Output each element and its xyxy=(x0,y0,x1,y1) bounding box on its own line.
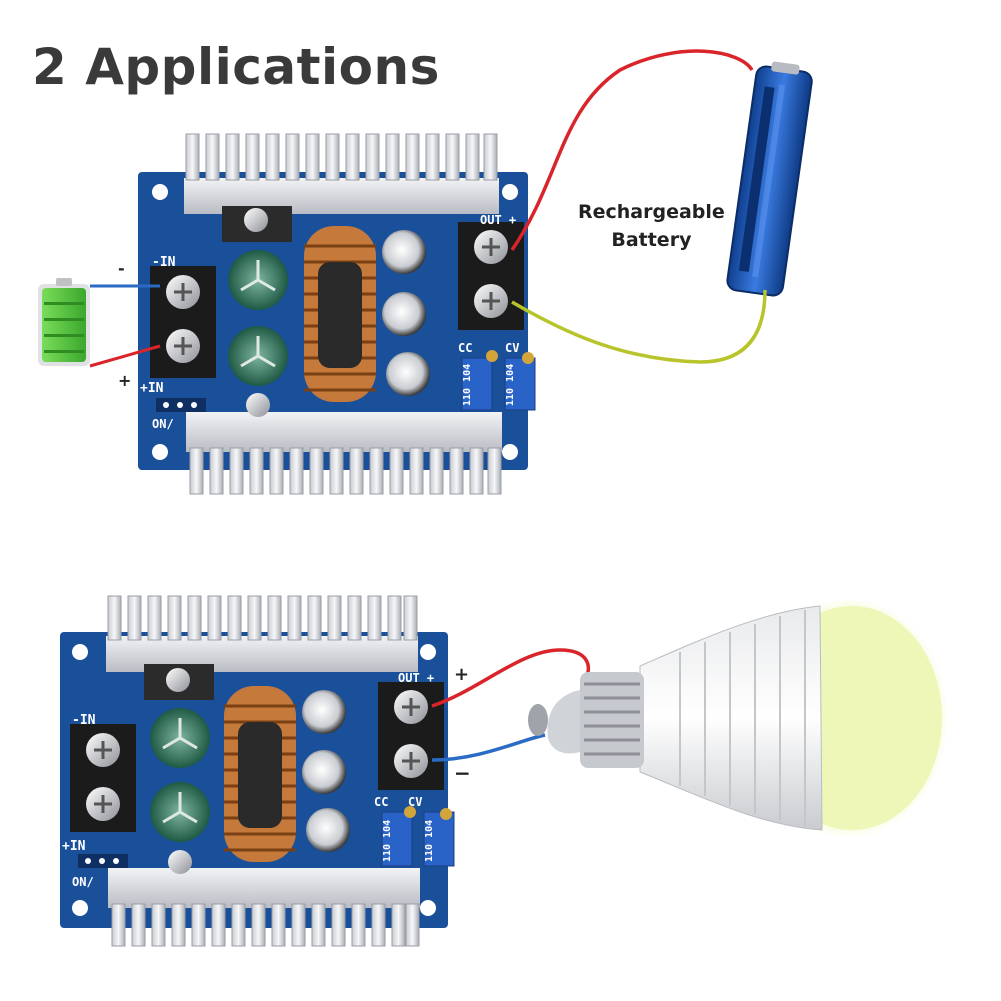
battery-label-line2: Battery xyxy=(611,229,692,251)
light-bulb-icon xyxy=(528,598,948,838)
output-terminal-2 xyxy=(378,682,444,790)
small-capacitor xyxy=(302,690,346,734)
small-capacitor xyxy=(306,808,350,852)
rechargeable-battery-icon xyxy=(726,61,813,297)
heatsink-top-2 xyxy=(106,595,418,700)
small-capacitor xyxy=(382,230,426,274)
onoff-label: ON/ xyxy=(72,875,94,889)
input-minus-sign: - xyxy=(118,259,125,278)
input-plus-sign: + xyxy=(118,371,131,390)
mount-hole xyxy=(72,900,88,916)
mount-hole xyxy=(502,444,518,460)
mount-hole xyxy=(72,644,88,660)
in-plus-label: +IN xyxy=(140,381,164,396)
pot-label: 110 104 xyxy=(505,364,516,406)
output-plus-sign: + xyxy=(454,664,469,685)
mount-hole xyxy=(152,184,168,200)
pot-label: 110 104 xyxy=(462,364,473,406)
input-battery-icon xyxy=(38,278,90,366)
small-capacitor xyxy=(386,352,430,396)
mount-hole xyxy=(152,444,168,460)
pot-cv-2 xyxy=(423,811,455,867)
in-minus-label: -IN xyxy=(152,255,176,270)
board-2: 110 104 110 104 OUT + -IN +IN ON/ CC CV … xyxy=(60,595,471,947)
out-label: OUT + xyxy=(398,671,434,685)
pot-cv-1 xyxy=(504,357,536,411)
pot-label: 110 104 xyxy=(382,820,393,862)
page-title: 2 Applications xyxy=(32,38,440,96)
pot-cc-1 xyxy=(461,357,493,411)
onoff-label: ON/ xyxy=(152,417,174,431)
cv-label: CV xyxy=(408,795,422,809)
pot-label: 110 104 xyxy=(424,820,435,862)
board-1: 110 104 110 104 OUT + -IN +IN ON/ CC CV … xyxy=(118,133,536,495)
small-capacitor xyxy=(302,750,346,794)
battery-label: Rechargeable Battery xyxy=(578,198,725,254)
pot-cc-2 xyxy=(381,811,413,867)
in-plus-label: +IN xyxy=(62,839,86,854)
small-capacitor xyxy=(382,292,426,336)
heatsink-top-1 xyxy=(184,133,499,242)
mount-hole xyxy=(420,900,436,916)
output-terminal-1 xyxy=(458,222,524,330)
cc-label: CC xyxy=(374,795,388,809)
battery-label-line1: Rechargeable xyxy=(578,201,725,223)
cc-label: CC xyxy=(458,341,472,355)
heatsink-bottom-2 xyxy=(108,850,420,947)
cv-label: CV xyxy=(505,341,519,355)
out-label: OUT + xyxy=(480,213,516,227)
heatsink-bottom-1 xyxy=(186,393,502,495)
output-minus-sign: − xyxy=(454,761,471,785)
input-terminal-2 xyxy=(70,724,136,832)
mount-hole xyxy=(420,644,436,660)
inductor-2 xyxy=(224,686,296,862)
in-minus-label: -IN xyxy=(72,713,96,728)
input-terminal-1 xyxy=(150,266,216,378)
inductor-1 xyxy=(304,226,376,402)
mount-hole xyxy=(502,184,518,200)
